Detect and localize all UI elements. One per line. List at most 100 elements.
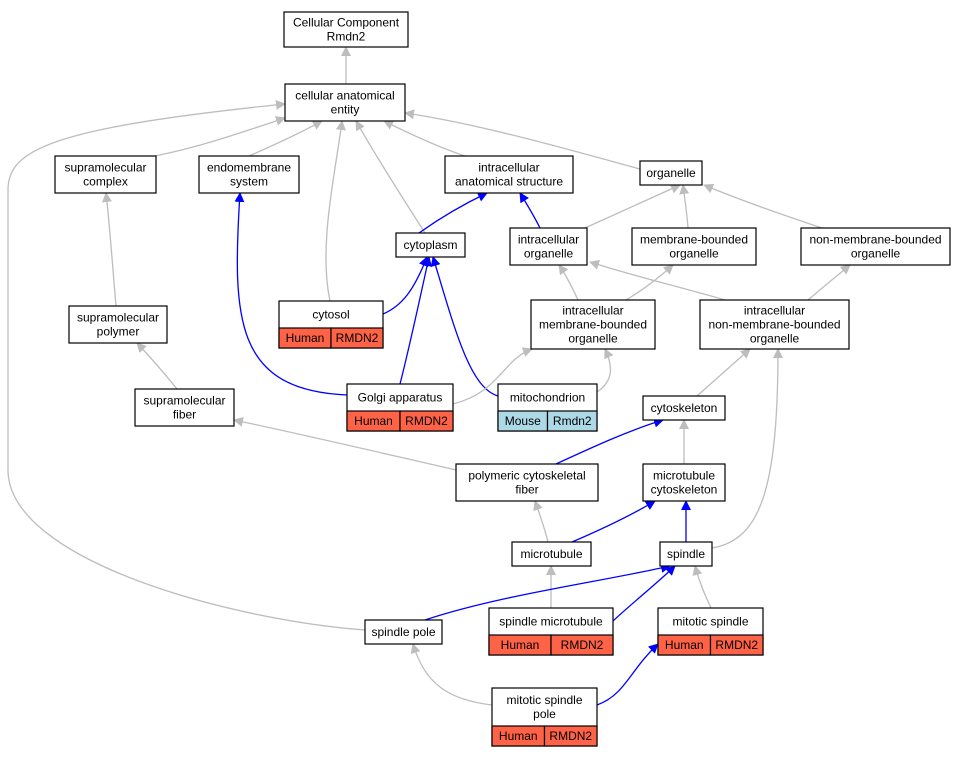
node-label-line: mitotic spindle <box>506 693 582 707</box>
node-box <box>455 463 599 502</box>
edge-part-of-golgi-to-cyto <box>399 256 432 385</box>
edge-part-of-cytosol-to-cyto <box>382 256 429 315</box>
node-label-line: organelle <box>568 332 618 346</box>
node-csk[interactable]: cytoskeleton <box>642 395 726 421</box>
node-box <box>642 395 726 421</box>
edge-is-a-ems-to-cae <box>248 120 323 157</box>
node-box <box>198 155 300 194</box>
edge-layer <box>7 46 851 706</box>
node-box <box>659 541 713 567</box>
node-label-line: organelle <box>669 247 719 261</box>
edge-is-a-imbo-to-io <box>558 264 579 301</box>
edge-is-a-nmbo-to-org <box>703 183 823 229</box>
node-spp[interactable]: spindle pole <box>364 619 443 645</box>
node-box <box>800 227 951 266</box>
node-box <box>509 227 588 266</box>
node-box <box>642 463 726 502</box>
node-label-line: microtubule <box>653 469 715 483</box>
node-label-line: pole <box>533 707 556 721</box>
edge-part-of-msppole-to-msp <box>596 643 659 706</box>
edge-is-a-spindle-to-inmbo <box>711 348 783 549</box>
annotation-gene-label: RMDN2 <box>561 638 604 652</box>
node-label-line: non-membrane-bounded <box>708 318 840 332</box>
annotation-gene-label: RMDN2 <box>715 638 758 652</box>
node-inmbo[interactable]: intracellularnon-membrane-boundedorganel… <box>699 299 850 350</box>
node-label-line: anatomical structure <box>455 175 563 189</box>
node-box <box>639 160 703 186</box>
node-label-line: Cellular Component <box>293 16 400 30</box>
edge-is-a-ias-to-cae <box>383 120 466 157</box>
node-label-line: mitotic spindle <box>672 615 748 629</box>
node-cyto[interactable]: cytoplasm <box>395 232 466 258</box>
node-label-line: organelle <box>750 332 800 346</box>
node-org[interactable]: organelle <box>639 160 703 186</box>
node-label-line: cytoplasm <box>403 238 457 252</box>
node-label-line: spindle <box>667 547 705 561</box>
annotation-gene-cell <box>330 327 384 349</box>
edge-is-a-spp-to-cae <box>7 99 366 631</box>
annotation-gene-label: RMDN2 <box>336 331 379 345</box>
edge-is-a-mito-to-imbo <box>596 348 614 393</box>
edge-part-of-pcf-to-csk <box>555 417 664 465</box>
node-box <box>283 11 409 48</box>
edge-is-a-smp-to-smc <box>102 192 117 307</box>
node-label-line: Rmdn2 <box>327 30 366 44</box>
node-label-line: membrane-bounded <box>539 318 647 332</box>
node-label-line: cytoskeleton <box>651 483 718 497</box>
node-label-line: cytoskeleton <box>651 401 718 415</box>
node-label-line: non-membrane-bounded <box>809 233 941 247</box>
node-label-line: mitochondrion <box>510 391 585 405</box>
node-label-line: supramolecular <box>77 311 159 325</box>
node-label-line: organelle <box>524 247 574 261</box>
node-box <box>395 232 466 258</box>
node-box <box>631 227 757 266</box>
node-mt[interactable]: microtubule <box>511 541 592 567</box>
node-label-line: cytosol <box>312 308 349 322</box>
node-label-line: spindle pole <box>371 625 435 639</box>
node-box <box>68 305 168 344</box>
node-spindle[interactable]: spindle <box>659 541 713 567</box>
annotation-gene-cell <box>543 725 598 747</box>
node-label-line: Golgi apparatus <box>358 391 443 405</box>
node-box <box>530 299 656 350</box>
node-label-line: supramolecular <box>143 394 225 408</box>
annotation-gene-label: Rmdn2 <box>553 414 592 428</box>
node-label-line: membrane-bounded <box>640 233 748 247</box>
edge-is-a-msppole-to-spp <box>410 643 493 706</box>
node-label-line: intracellular <box>562 304 623 318</box>
edge-is-a-org-to-cae <box>404 109 641 170</box>
node-box <box>364 619 443 645</box>
node-box <box>134 388 235 427</box>
annotation-species-label: Mouse <box>505 414 541 428</box>
node-label-line: spindle microtubule <box>499 615 603 629</box>
annotation-gene-cell <box>546 410 598 432</box>
annotation-species-label: Human <box>354 414 393 428</box>
annotation-gene-label: RMDN2 <box>549 729 592 743</box>
edge-is-a-inmbo-to-io <box>589 260 726 301</box>
edge-part-of-spp-to-spindle <box>424 563 671 621</box>
node-label-line: cellular anatomical <box>295 89 394 103</box>
edge-is-a-cyto-to-cae <box>355 120 426 234</box>
edge-part-of-golgi-to-ems <box>234 192 348 396</box>
